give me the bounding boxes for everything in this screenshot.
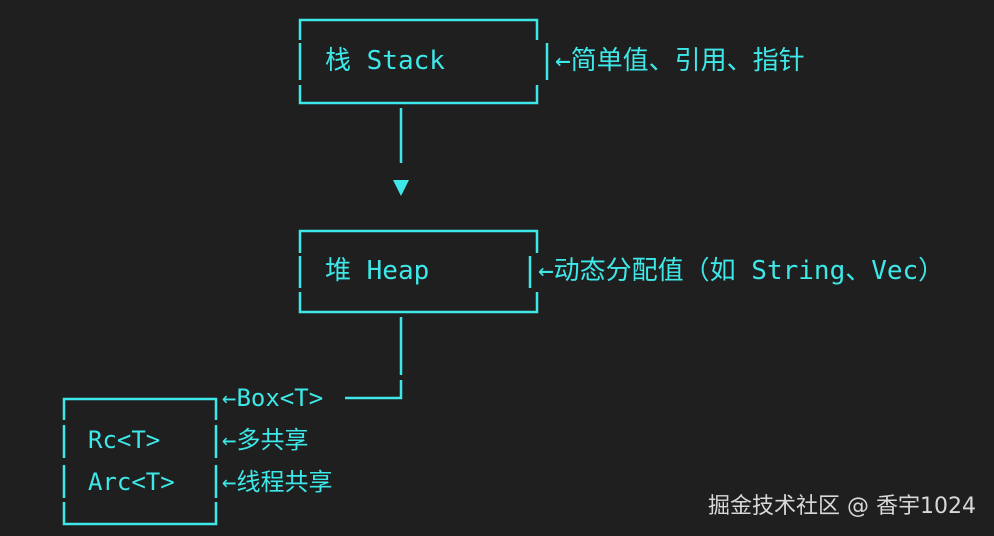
rc-label: Rc<T>: [88, 426, 161, 454]
heap-box-outline: [298, 229, 539, 253]
rc-note: ←多共享: [222, 426, 309, 454]
shared-box-outline: [62, 397, 218, 420]
stack-node-label: 栈 Stack: [325, 46, 445, 76]
watermark-text: 掘金技术社区 @ 香宇1024: [708, 494, 976, 519]
arc-label: Arc<T>: [88, 468, 175, 496]
heap-node-label: 堆 Heap: [325, 256, 430, 286]
stack-box-outline: [298, 18, 539, 40]
box-edge-label: ←Box<T>: [222, 384, 324, 412]
stack-node-note: ←简单值、引用、指针: [555, 46, 805, 76]
down-arrow-icon: [393, 180, 409, 196]
heap-node-note: ←动态分配值（如 String、Vec）: [538, 256, 945, 286]
arc-note: ←线程共享: [222, 468, 333, 496]
